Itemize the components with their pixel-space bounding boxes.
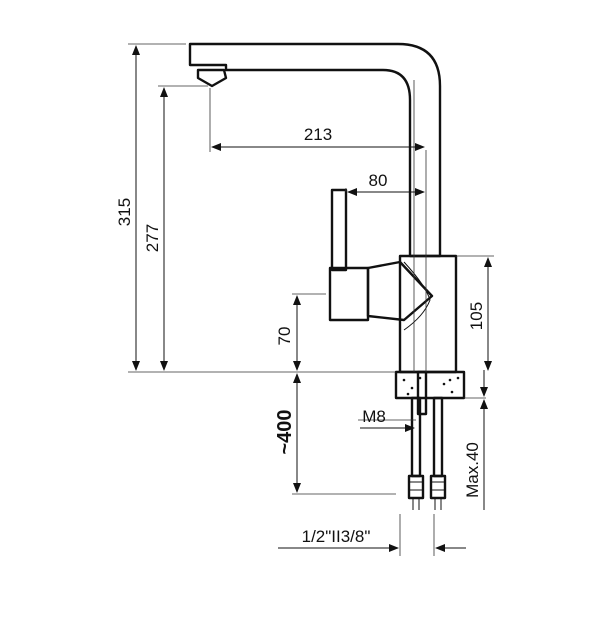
gasket-texture (402, 376, 460, 396)
dim-213-label: 213 (304, 125, 332, 144)
dim-70-label: 70 (275, 327, 294, 346)
faucet-outline (188, 42, 466, 510)
mounting-gasket (394, 370, 466, 400)
extension-lines (128, 43, 494, 556)
dim-277-label: 277 (143, 224, 162, 252)
hose-connector-right (429, 474, 447, 500)
dim-80-label: 80 (369, 171, 388, 190)
dim-max40-label: Max.40 (463, 442, 482, 498)
dim-m8-label: M8 (362, 407, 386, 426)
lever-hub (328, 266, 370, 322)
dim-315-label: 315 (115, 198, 134, 226)
dim-connection-label: 1/2"II3/8" (302, 527, 371, 546)
dimension-lines (132, 45, 492, 552)
body-detail (403, 261, 431, 331)
lever-handle (330, 188, 348, 272)
hose-left (410, 396, 422, 478)
aerator-nozzle (196, 68, 228, 88)
hose-right (432, 396, 444, 478)
dim-400-label: ~400 (274, 409, 296, 454)
hose-connector-left (407, 474, 425, 500)
spout (188, 42, 442, 258)
faucet-body (398, 254, 458, 374)
mounting-stud (416, 370, 428, 416)
dim-105-label: 105 (467, 302, 486, 330)
